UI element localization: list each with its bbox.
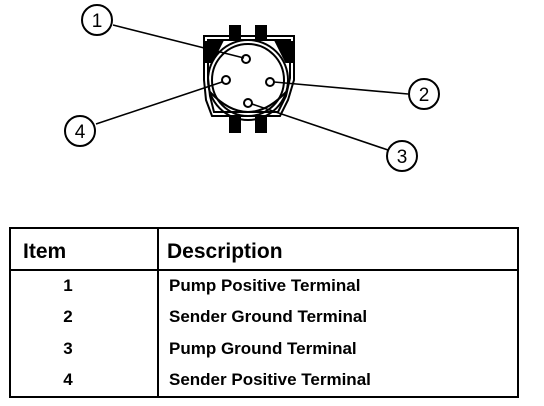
terminal-2 (265, 77, 275, 87)
item-column-header: Item (11, 229, 159, 271)
connector-terminals (221, 54, 275, 108)
svg-text:3: 3 (397, 147, 408, 168)
legend-table: Item Description 1 Pump Positive Termina… (9, 227, 519, 398)
table-row: 1 Pump Positive Terminal (11, 270, 517, 302)
table-row: 4 Sender Positive Terminal (11, 364, 517, 396)
svg-text:2: 2 (419, 85, 430, 106)
item-description: Pump Ground Terminal (169, 338, 357, 358)
item-description: Sender Ground Terminal (169, 307, 368, 327)
item-number: 2 (11, 301, 159, 333)
table-row: 3 Pump Ground Terminal (11, 333, 517, 365)
item-description: Sender Positive Terminal (169, 370, 371, 390)
terminal-1 (241, 54, 251, 64)
item-number: 4 (11, 364, 159, 396)
svg-text:1: 1 (92, 11, 103, 32)
item-description: Pump Positive Terminal (169, 276, 361, 296)
terminal-4 (221, 75, 231, 85)
table-row: 2 Sender Ground Terminal (11, 301, 517, 333)
description-column-header: Description (158, 229, 517, 271)
callout-3: 3 (386, 140, 418, 172)
item-number: 1 (11, 270, 159, 302)
item-number: 3 (11, 333, 159, 365)
svg-text:4: 4 (75, 122, 86, 143)
connector-diagram: 1 2 3 4 (64, 4, 440, 172)
terminal-3 (243, 98, 253, 108)
connector-housing (203, 25, 295, 133)
callout-4: 4 (64, 115, 96, 147)
callout-2: 2 (408, 78, 440, 110)
callout-1: 1 (81, 4, 113, 36)
leader-lines (95, 24, 409, 151)
legend-header-row: Item Description (11, 229, 517, 271)
